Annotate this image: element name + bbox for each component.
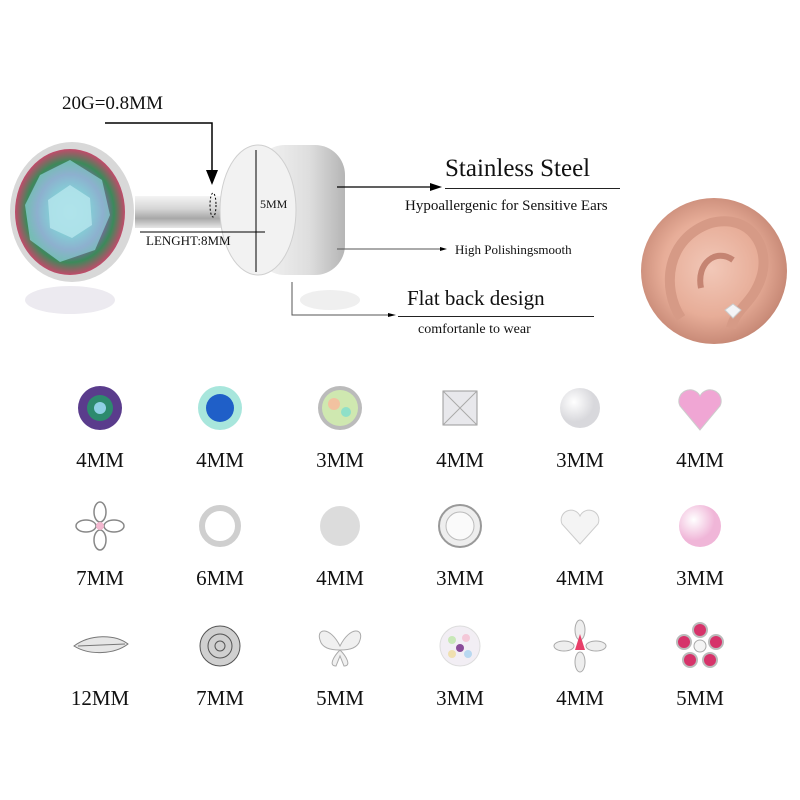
round-mystic-gem-icon [78,386,122,430]
style-item[interactable]: 4MM [400,370,520,490]
style-item[interactable]: 7MM [40,488,160,608]
earring-illustration [10,122,447,317]
style-item[interactable]: 4MM [520,608,640,728]
flower-outline-icon [75,501,125,551]
silver-heart-icon [560,509,600,545]
round-blue-gem-icon [198,386,242,430]
style-item[interactable]: 4MM [280,488,400,608]
back-diameter-label: 5MM [260,197,288,211]
style-item[interactable]: 3MM [400,608,520,728]
size-label: 7MM [76,566,124,590]
style-item[interactable]: 12MM [40,608,160,728]
size-label: 3MM [316,448,364,472]
size-label: 3MM [436,686,484,710]
size-label: 3MM [676,566,724,590]
feature-title-polish: High Polishingsmooth [455,242,572,257]
size-label: 4MM [556,566,604,590]
size-label: 4MM [676,448,724,472]
silver-rose-icon [199,625,241,667]
style-item[interactable]: 4MM [640,370,760,490]
style-item[interactable]: 6MM [160,488,280,608]
pink-pearl-icon [679,505,721,547]
style-item[interactable]: 4MM [520,488,640,608]
style-item[interactable]: 4MM [40,370,160,490]
ear-photo [641,198,787,344]
size-label: 4MM [196,448,244,472]
pink-gem-flower-icon [676,622,724,668]
style-item[interactable]: 5MM [280,608,400,728]
style-item[interactable]: 3MM [640,488,760,608]
pink-heart-gem-icon [678,389,722,431]
style-item[interactable]: 7MM [160,608,280,728]
feature-subtitle-material: Hypoallergenic for Sensitive Ears [405,198,608,214]
silver-butterfly-icon [318,630,362,667]
size-label: 4MM [436,448,484,472]
silver-ring-icon [199,505,241,547]
ear-illustration [664,216,769,330]
earring-diagram: 20G=0.8MM LENGHT:8MM 5MM Stainless Steel… [0,0,640,350]
style-item[interactable]: 5MM [640,608,760,728]
clear-bezel-gem-icon [438,504,482,548]
size-label: 3MM [436,566,484,590]
size-label: 7MM [196,686,244,710]
gauge-label: 20G=0.8MM [62,93,163,114]
style-item[interactable]: 3MM [280,370,400,490]
feature-title-material: Stainless Steel [445,155,591,182]
size-label: 12MM [70,686,130,710]
ab-crystal-ball-icon [439,625,481,667]
silver-leaf-icon [73,636,129,653]
length-label: LENGHT:8MM [146,233,231,248]
size-label: 4MM [316,566,364,590]
size-label: 5MM [676,686,724,710]
opal-bezel-icon [318,386,362,430]
style-item[interactable]: 3MM [400,488,520,608]
style-item[interactable]: 3MM [520,370,640,490]
frosted-disc-icon [320,506,360,546]
divider [445,188,620,189]
size-label: 4MM [556,686,604,710]
white-pearl-icon [560,388,600,428]
size-label: 5MM [316,686,364,710]
pink-star-flower-icon [553,619,607,673]
size-label: 6MM [196,566,244,590]
divider [398,316,594,317]
size-label: 4MM [76,448,124,472]
style-item[interactable]: 4MM [160,370,280,490]
square-clear-gem-icon [442,390,478,426]
feature-title-flatback: Flat back design [407,286,545,310]
size-label: 3MM [556,448,604,472]
feature-subtitle-flatback: comfortanle to wear [418,322,531,337]
